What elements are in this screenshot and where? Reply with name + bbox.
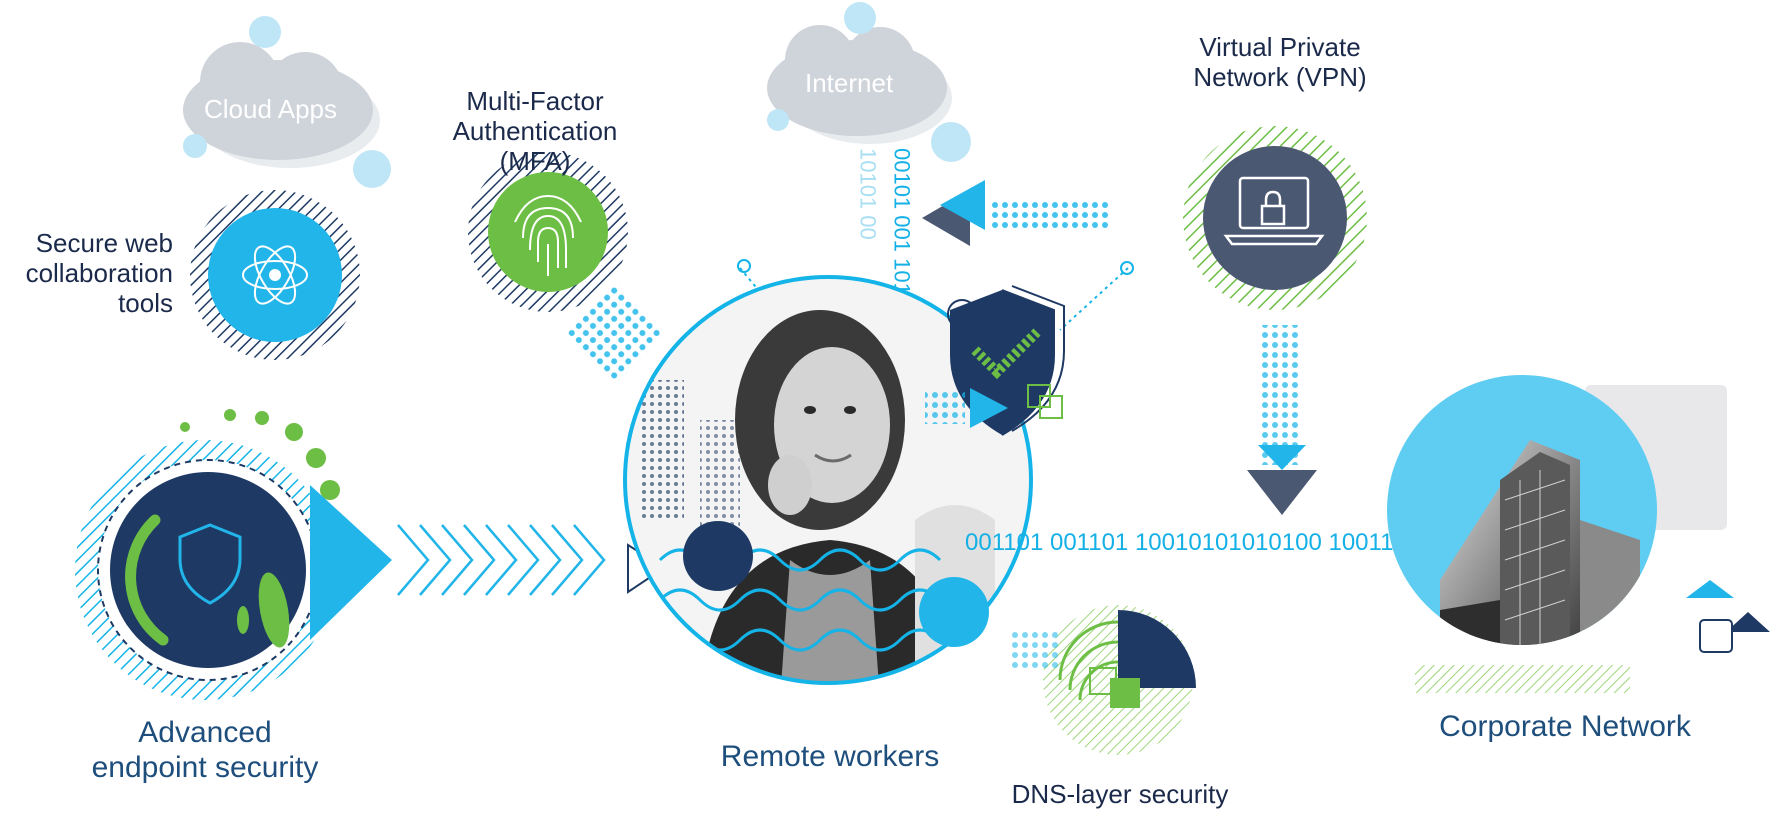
corporate-network-group [1387,375,1770,693]
cloud-apps-label: Cloud Apps [204,94,337,124]
cloud-apps-cloud [183,16,391,188]
dns-icon-group [1010,605,1196,755]
vpn-label: Virtual Private Network (VPN) [1193,32,1367,92]
remote-workers-label: Remote workers [720,740,940,773]
corporate-label: Corporate Network [1439,710,1691,743]
shield-icon [178,523,242,605]
binary-vertical-dark: 00101 001 1011 [890,148,915,305]
bubble-decoration [249,16,281,48]
vpn-icon-group [1183,126,1367,515]
play-triangle-icon [310,485,392,640]
shield-check-icon [925,285,1065,436]
collaboration-icon-group [190,190,360,360]
binary-vertical-light: 10101 00 [856,148,881,240]
mfa-icon-group [468,152,667,383]
collab-label: Secure web collaboration tools [25,228,173,318]
endpoint-label: Advanced endpoint security [91,716,319,784]
atom-icon [242,245,308,305]
chevron-arrows [397,524,666,596]
down-arrow [1247,470,1317,515]
dns-label: DNS-layer security [1011,779,1229,809]
mfa-label: Multi-Factor Authentication (MFA) [452,86,618,176]
internet-label: Internet [805,68,894,98]
left-arrow [922,180,1110,246]
endpoint-icon-group [75,409,392,700]
fingerprint-icon [514,194,582,276]
building-photo [1440,440,1640,645]
binary-horizontal: 001101 001101 10010101010100 10011001( [965,529,1441,556]
internet-cloud [767,2,971,162]
laptop-lock-icon [1223,176,1325,246]
